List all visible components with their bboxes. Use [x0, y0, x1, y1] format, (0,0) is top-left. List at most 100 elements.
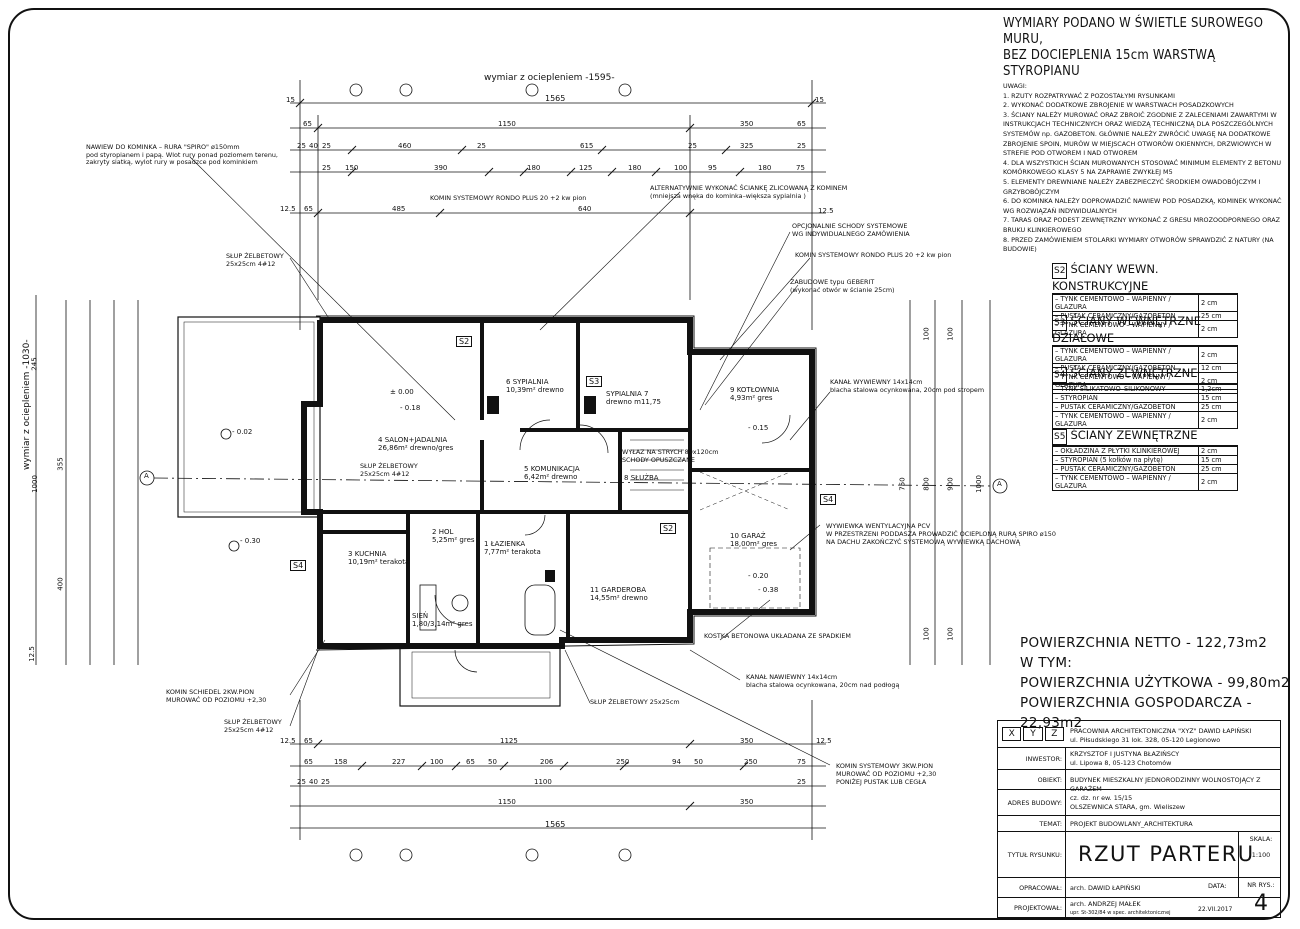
row-opracowal: OPRACOWAŁ: arch. DAWID ŁAPIŃSKI DATA: NR… [998, 877, 1280, 898]
level-mark: - 0.02 [232, 428, 253, 436]
bathtub-fixture [524, 584, 556, 636]
dim-text: 40 [309, 778, 318, 786]
dim-text: 25 [322, 142, 331, 150]
note-item: 1. RZUTY ROZPATRYWAĆ Z POZOSTAŁYMI RYSUN… [1003, 91, 1175, 100]
dim-text: 25 [688, 142, 697, 150]
notes-title: UWAGI: [1003, 82, 1027, 90]
terrace-inner [183, 321, 315, 513]
annotation-komin-2: KOMIN SYSTEMOWY RONDO PLUS 20 +2 kw pion [795, 251, 952, 259]
dim-text: 1565 [545, 820, 566, 829]
dim-text: 355 [56, 457, 65, 471]
garage-dashed-area [709, 547, 801, 609]
dim-text: 25 [297, 142, 306, 150]
dim-text: 1000 [974, 475, 983, 493]
dim-text: 1565 [545, 94, 566, 103]
level-mark: - 0.38 [758, 586, 779, 594]
annotation-kostka: KOSTKA BETONOWA UKŁADANA ZE SPADKIEM [704, 632, 851, 640]
kitchen-counter [419, 584, 437, 631]
entrance-porch-inner [411, 651, 551, 699]
interior-walls [320, 320, 812, 646]
level-mark: - 0.30 [240, 537, 261, 545]
dim-text: 206 [540, 758, 554, 766]
dim-text: 150 [345, 164, 359, 172]
dim-text: 390 [434, 164, 448, 172]
dim-text: 15 [286, 96, 295, 104]
axis-label: A [997, 480, 1002, 488]
dim-text: 65 [303, 120, 312, 128]
area-uzytkowa: POWIERZCHNIA UŻYTKOWA - 99,80m2 [1020, 675, 1290, 691]
dim-text: 12.5 [280, 205, 296, 213]
annotation-komin-1: KOMIN SYSTEMOWY RONDO PLUS 20 +2 kw pion [430, 194, 587, 202]
dim-text: 325 [740, 142, 754, 150]
dim-text: 1125 [500, 737, 518, 745]
dim-text: 100 [674, 164, 688, 172]
wall-tag: S3 [586, 376, 603, 387]
dim-text: 485 [392, 205, 406, 213]
dim-text: 750 [898, 477, 907, 491]
chimney-block-3 [545, 570, 555, 582]
annotation-slup-3: SŁUP ŻELBETOWY 25x25cm [590, 698, 680, 706]
dim-text: 75 [797, 758, 806, 766]
dim-text: 100 [946, 627, 955, 641]
level-mark: ± 0.00 [390, 388, 414, 396]
exterior-wall-outline [315, 315, 817, 651]
dim-text: 350 [740, 798, 754, 806]
wall-tag: S2 [660, 523, 677, 534]
note-item: 8. PRZED ZAMÓWIENIEM STOLARKI WYMIARY OT… [1003, 235, 1274, 254]
dim-text: 65 [304, 737, 313, 745]
door-swings [434, 414, 791, 673]
dim-text: 900 [946, 477, 955, 491]
area-summary: POWIERZCHNIA NETTO - 122,73m2 W TYM: POW… [1020, 633, 1300, 733]
dim-text: 40 [309, 142, 318, 150]
dim-text: 65 [466, 758, 475, 766]
chimney-block-2 [584, 396, 596, 414]
dim-text: 65 [304, 205, 313, 213]
dim-text: 50 [694, 758, 703, 766]
dim-text: 15 [815, 96, 824, 104]
dim-text: 640 [578, 205, 592, 213]
dim-text: 12.5 [818, 207, 834, 215]
dim-text: 460 [398, 142, 412, 150]
dim-text: 158 [334, 758, 348, 766]
notes-list: UWAGI: 1. RZUTY ROZPATRYWAĆ Z POZOSTAŁYM… [1003, 82, 1285, 255]
entrance-porch [399, 645, 561, 707]
dim-text: 94 [672, 758, 681, 766]
level-mark: - 0.18 [400, 404, 421, 412]
dim-text: 1150 [498, 120, 516, 128]
row-obiekt: OBIEKT: BUDYNEK MIESZKALNY JEDNORODZINNY… [998, 769, 1280, 793]
note-item: 5. ELEMENTY DREWNIANE NALEŻY ZABEZPIECZY… [1003, 177, 1261, 196]
dim-text: 50 [488, 758, 497, 766]
wall-tag: S4 [290, 560, 307, 571]
note-item: 2. WYKONAĆ DODATKOWE ZBROJENIE W WARSTWA… [1003, 101, 1234, 110]
area-wtym: W TYM: [1020, 655, 1073, 671]
header-line-1: WYMIARY PODANO W ŚWIETLE SUROWEGO MURU, [1003, 16, 1264, 47]
dim-text: 1150 [498, 798, 516, 806]
drawing-number: 4 [1254, 891, 1268, 916]
dim-text: 25 [477, 142, 486, 150]
dim-text: 125 [579, 164, 593, 172]
dim-text: 75 [796, 164, 805, 172]
annotation-alternatywnie: ALTERNATYWNIE WYKONAĆ ŚCIANKĘ ZLICOWANĄ … [650, 184, 848, 200]
dim-text: 25 [797, 778, 806, 786]
dim-text: 615 [580, 142, 594, 150]
dim-text: 100 [946, 327, 955, 341]
